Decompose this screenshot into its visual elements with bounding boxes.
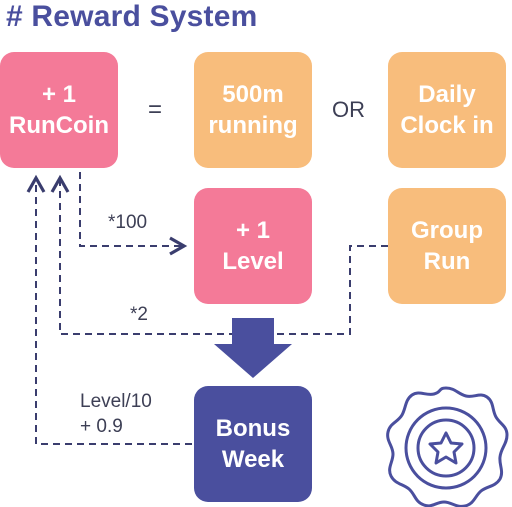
bonus-week-box: Bonus Week xyxy=(194,386,312,502)
bonus-formula-label: Level/10 + 0.9 xyxy=(80,391,152,437)
running-500m-box: 500m running xyxy=(194,52,312,168)
runcoin-box: + 1 RunCoin xyxy=(0,52,118,168)
level-box: + 1 Level xyxy=(194,188,312,304)
multiply-2-label: *2 xyxy=(130,304,148,325)
group-run-box: Group Run xyxy=(388,188,506,304)
bonus-to-runcoin-connector xyxy=(26,174,192,445)
star-badge-icon xyxy=(386,386,509,507)
multiply-100-label: *100 xyxy=(108,212,148,233)
or-operator: OR xyxy=(332,97,365,122)
daily-clock-in-box: Daily Clock in xyxy=(388,52,506,168)
page-title: # Reward System xyxy=(6,0,258,33)
grouprun-to-runcoin-connector xyxy=(50,174,388,335)
equals-operator: = xyxy=(148,96,163,123)
runcoin-to-level-connector xyxy=(79,172,188,256)
down-arrow-icon xyxy=(214,318,292,378)
